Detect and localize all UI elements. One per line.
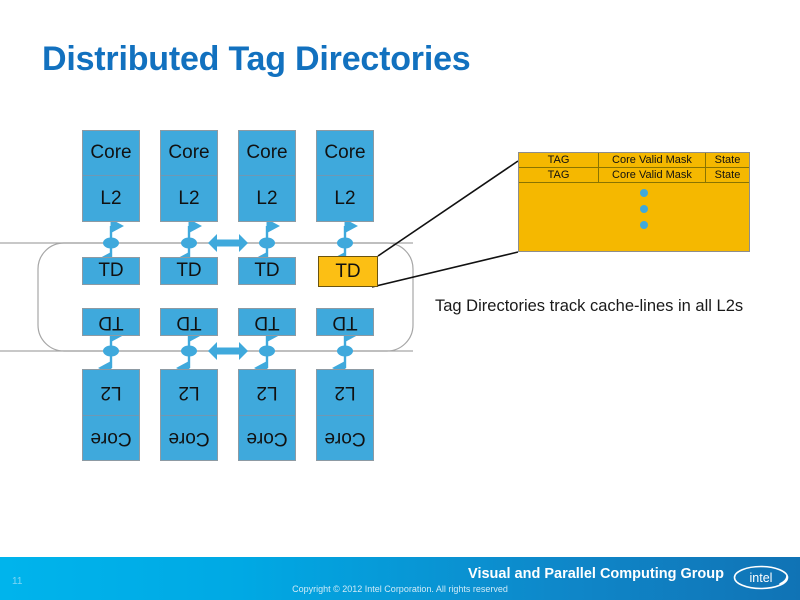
ring-diagram — [0, 160, 519, 376]
td-label: TD — [335, 260, 361, 282]
dot-icon — [640, 205, 648, 213]
ring-stop-connectors-bottom — [98, 327, 358, 376]
caption-text: Tag Directories track cache-lines in all… — [435, 297, 744, 315]
td-label: TD — [332, 312, 358, 333]
core-l2-unit[interactable]: Core L2 — [160, 369, 218, 461]
td-label: TD — [176, 260, 202, 281]
core-l2-unit[interactable]: Core L2 — [238, 369, 296, 461]
core-l2-unit[interactable]: Core L2 — [82, 369, 140, 461]
ring-direction-arrow-top — [208, 234, 248, 252]
callout-lines — [371, 160, 519, 288]
table-row: TAG Core Valid Mask State — [519, 168, 749, 183]
dot-icon — [640, 221, 648, 229]
core-l2-unit[interactable]: Core L2 — [316, 369, 374, 461]
td-box[interactable]: TD — [82, 257, 140, 285]
l2-cell: L2 — [334, 382, 356, 404]
td-label: TD — [254, 312, 280, 333]
td-box[interactable]: TD — [160, 257, 218, 285]
l2-cell: L2 — [256, 187, 278, 209]
td-label: TD — [254, 260, 280, 281]
core-cell: Core — [161, 131, 217, 176]
core-l2-unit[interactable]: Core L2 — [82, 130, 140, 222]
core-l2-unit[interactable]: Core L2 — [160, 130, 218, 222]
cell-tag: TAG — [519, 153, 599, 167]
td-label: TD — [98, 260, 124, 281]
cell-tag: TAG — [519, 168, 599, 182]
page-number: 11 — [12, 576, 23, 587]
continuation-dots — [519, 189, 749, 229]
td-label: TD — [98, 312, 124, 333]
core-cell: Core — [317, 131, 373, 176]
core-cell: Core — [317, 415, 373, 460]
page-title: Distributed Tag Directories — [42, 40, 471, 78]
l2-cell: L2 — [256, 382, 278, 404]
td-box[interactable]: TD — [82, 308, 140, 336]
td-box[interactable]: TD — [316, 308, 374, 336]
core-cell: Core — [83, 415, 139, 460]
core-l2-unit[interactable]: Core L2 — [238, 130, 296, 222]
td-box[interactable]: TD — [238, 257, 296, 285]
td-box[interactable]: TD — [238, 308, 296, 336]
cell-state: State — [714, 169, 741, 181]
dot-icon — [640, 189, 648, 197]
l2-cell: L2 — [100, 187, 122, 209]
intel-logo-icon: intel — [733, 565, 789, 590]
table-row: TAG Core Valid Mask State — [519, 153, 749, 168]
core-cell: Core — [239, 131, 295, 176]
footer-group-name: Visual and Parallel Computing Group — [468, 566, 724, 582]
copyright-notice: Copyright © 2012 Intel Corporation. All … — [292, 584, 508, 594]
core-cell: Core — [161, 415, 217, 460]
footer-bar — [0, 557, 800, 600]
cell-state: State — [714, 154, 741, 166]
tag-directory-table: TAG Core Valid Mask State TAG Core Valid… — [518, 152, 750, 252]
l2-cell: L2 — [178, 187, 200, 209]
td-box-highlighted[interactable]: TD — [318, 256, 378, 287]
ring-stop-connectors-top — [98, 218, 358, 267]
td-box[interactable]: TD — [160, 308, 218, 336]
l2-cell: L2 — [334, 187, 356, 209]
l2-cell: L2 — [178, 382, 200, 404]
td-label: TD — [176, 312, 202, 333]
cell-mask: Core Valid Mask — [599, 168, 706, 182]
cell-mask: Core Valid Mask — [599, 153, 706, 167]
svg-text:intel: intel — [750, 571, 773, 585]
core-cell: Core — [239, 415, 295, 460]
core-cell: Core — [83, 131, 139, 176]
core-l2-unit[interactable]: Core L2 — [316, 130, 374, 222]
l2-cell: L2 — [100, 382, 122, 404]
ring-direction-arrow-bottom — [208, 342, 248, 360]
